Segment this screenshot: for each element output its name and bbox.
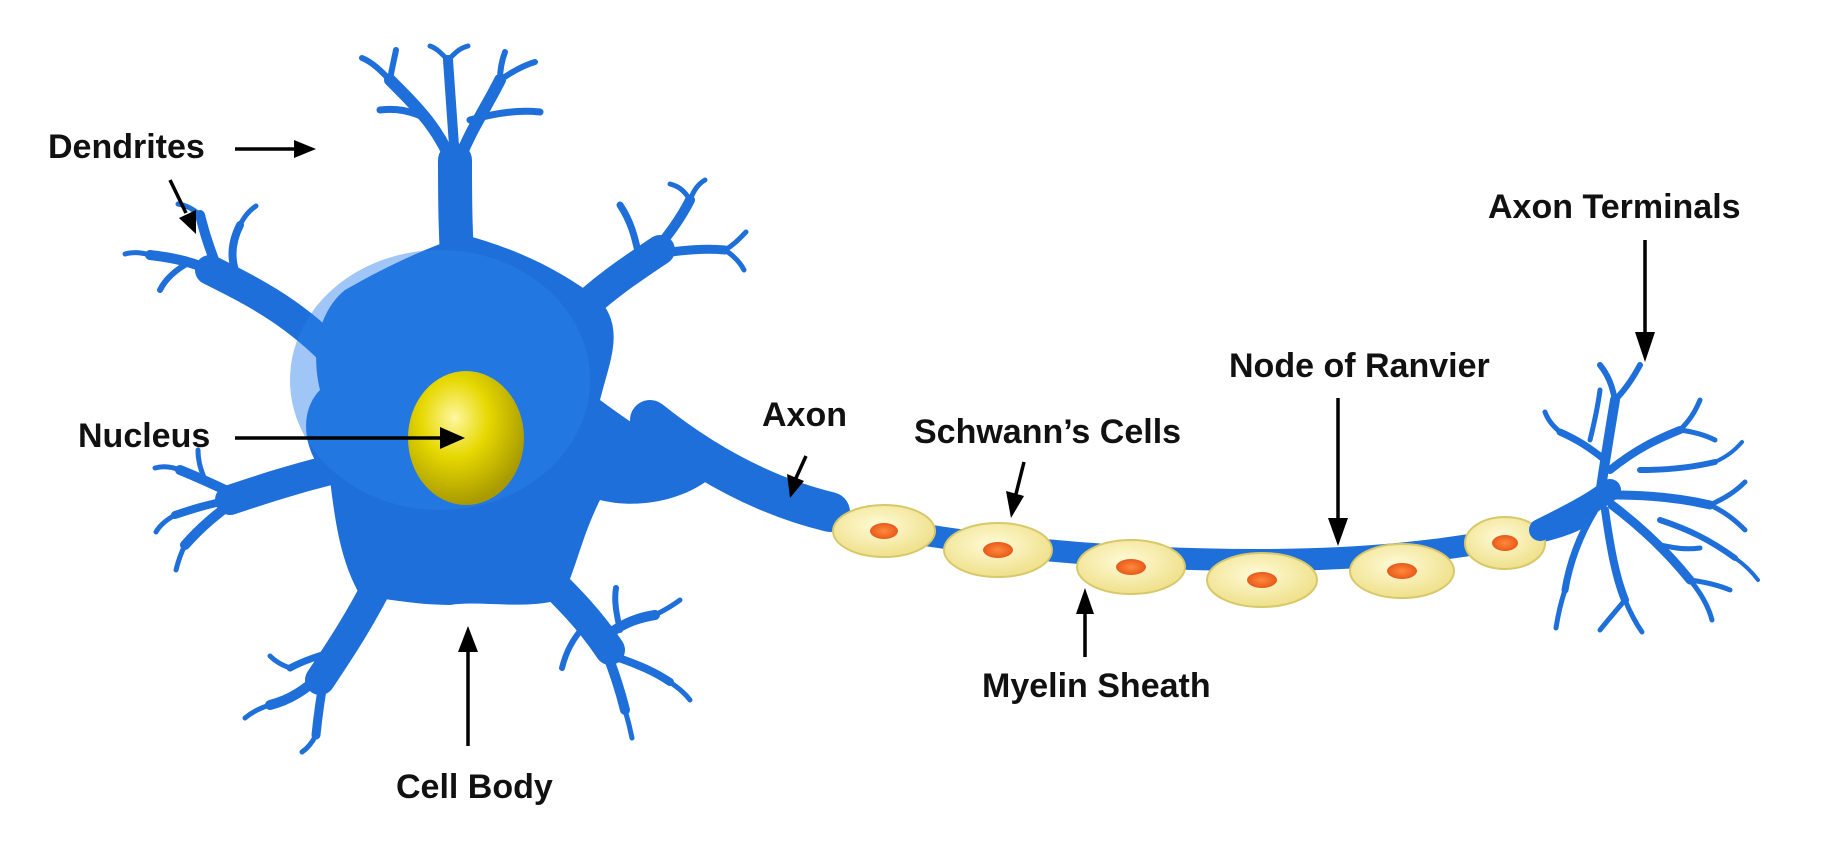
label-arrows <box>168 140 1655 746</box>
schwann-cell <box>1464 516 1546 570</box>
schwann-cell <box>1206 552 1318 608</box>
label-cell-body: Cell Body <box>396 768 553 806</box>
nucleus <box>408 371 524 505</box>
schwann-cell <box>1349 543 1455 599</box>
schwann-cell <box>1076 539 1186 595</box>
label-nucleus: Nucleus <box>78 417 210 455</box>
label-axon: Axon <box>762 396 847 434</box>
myelin-sheath <box>832 504 1546 608</box>
schwann-cell <box>832 504 936 558</box>
axon-terminals <box>1529 362 1760 635</box>
label-schwanns-cells: Schwann’s Cells <box>914 413 1181 451</box>
label-axon-terminals: Axon Terminals <box>1488 188 1741 226</box>
schwann-cell <box>943 522 1053 578</box>
label-dendrites: Dendrites <box>48 128 205 166</box>
label-myelin-sheath: Myelin Sheath <box>982 667 1211 705</box>
label-node-of-ranvier: Node of Ranvier <box>1229 347 1490 385</box>
